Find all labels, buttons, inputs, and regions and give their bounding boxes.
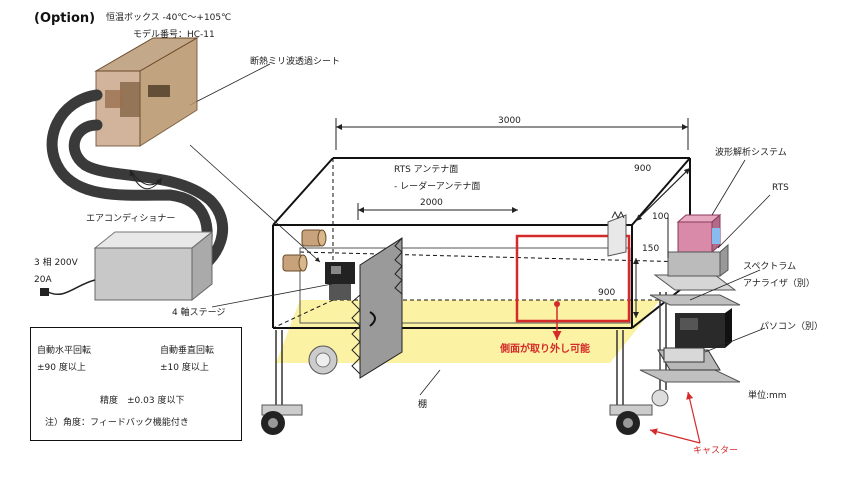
label-waveform-system: 波形解析システム — [715, 148, 787, 158]
absorber-teeth — [394, 237, 403, 295]
duct-hose-1 — [46, 89, 213, 261]
chamber-model: モデル番号：HC-11 — [133, 30, 215, 40]
right-shelves — [639, 274, 741, 383]
spec-note: 注）角度：フィードバック機能付き — [45, 418, 189, 428]
air-conditioner — [93, 230, 214, 302]
absorber-panel — [359, 237, 403, 379]
dim-depth: 900 — [634, 164, 652, 174]
label-unit: 単位:mm — [748, 391, 787, 401]
spec-horizontal-range: ±90 度以上 — [37, 363, 86, 373]
label-side-removable: 側面が取り外し可能 — [500, 344, 590, 355]
label-power-2: 20A — [34, 275, 52, 285]
label-radar-antenna: - レーダーアンテナ面 — [394, 182, 481, 192]
rts-horn — [607, 214, 627, 257]
label-caster: キャスター — [693, 446, 739, 456]
rts-unit — [667, 213, 729, 277]
right-wheels — [609, 389, 669, 435]
power-cable — [47, 279, 96, 295]
dim-100: 100 — [652, 212, 670, 222]
label-rts: RTS — [772, 183, 789, 193]
thermal-chamber — [94, 37, 199, 147]
dim-150: 150 — [642, 244, 660, 254]
label-pc: パソコン（別） — [760, 322, 824, 332]
duct-hose-2 — [68, 119, 229, 281]
dim-length: 3000 — [498, 116, 521, 126]
spec-box — [30, 327, 242, 441]
label-spectrum-1: スペクトラム — [743, 262, 797, 272]
leader-lines — [189, 63, 771, 396]
dimension-lines — [335, 118, 691, 318]
spec-vertical-range: ±10 度以上 — [160, 363, 209, 373]
label-stage: 4 軸ステージ — [172, 308, 226, 318]
chamber-title: 恒温ボックス -40℃～+105℃ — [106, 13, 232, 23]
laptop — [657, 347, 721, 371]
spectrum-analyzer — [675, 308, 732, 348]
spec-vertical-label: 自動垂直回転 — [160, 346, 215, 356]
left-wheels — [261, 345, 338, 435]
label-power-1: 3 相 200V — [34, 258, 78, 268]
wall-cylinders — [282, 229, 327, 272]
dim-height: 900 — [598, 288, 616, 298]
label-rts-antenna: RTS アンテナ面 — [394, 165, 459, 175]
label-sheet: 断熱ミリ波透過シート — [250, 57, 341, 67]
label-aircon: エアコンディショナー — [86, 214, 176, 224]
option-tag: (Option) — [34, 11, 96, 26]
label-spectrum-2: アナライザ（別） — [743, 279, 815, 289]
dim-inner: 2000 — [420, 198, 443, 208]
spec-horizontal-label: 自動水平回転 — [37, 346, 92, 356]
removable-side-panel — [515, 234, 631, 323]
label-shelf: 棚 — [418, 400, 428, 410]
caster-arrows — [649, 391, 701, 444]
spec-precision: 精度 ±0.03 度以下 — [100, 396, 185, 406]
